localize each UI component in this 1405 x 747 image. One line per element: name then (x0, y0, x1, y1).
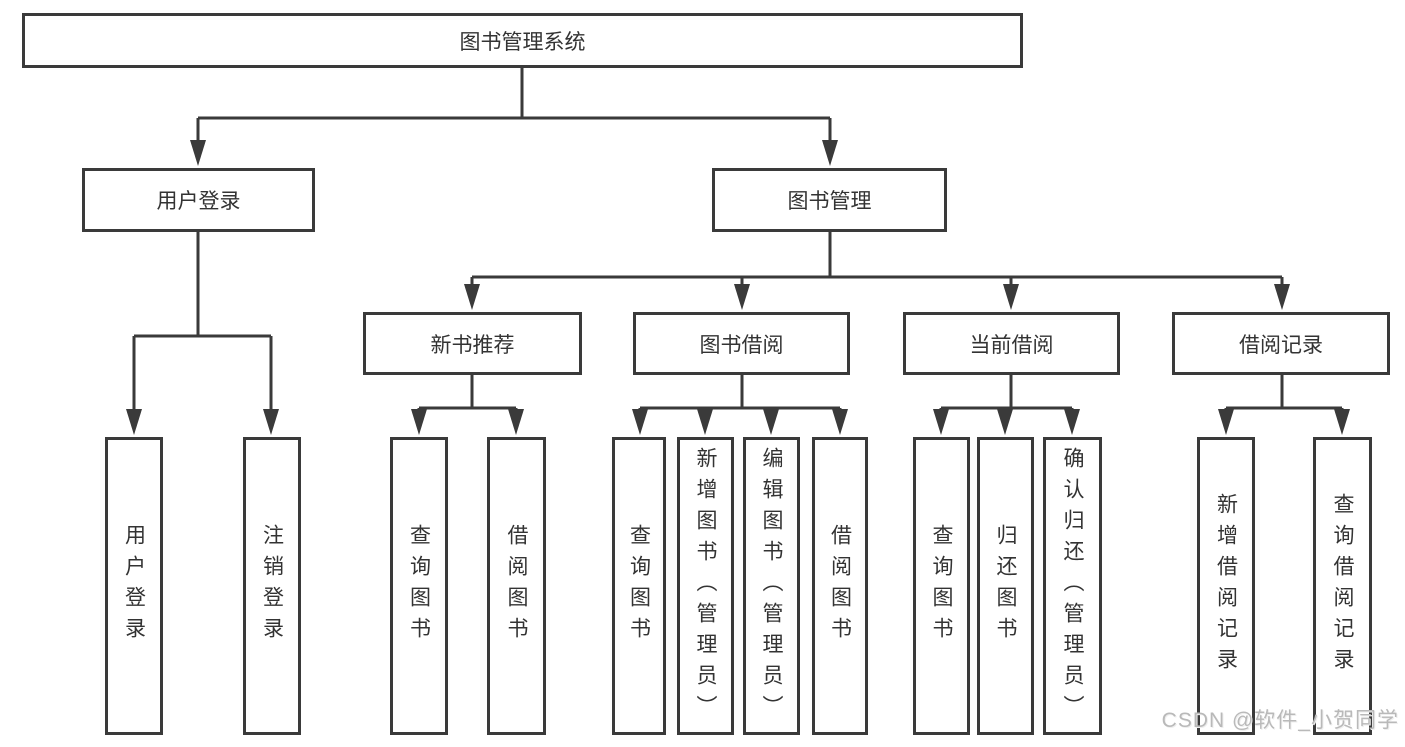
node-new-book-recommend: 新书推荐 (363, 312, 582, 375)
node-root: 图书管理系统 (22, 13, 1023, 68)
leaf-borrow-books-1: 借阅图书 (487, 437, 546, 735)
node-new-book-recommend-label: 新书推荐 (430, 333, 515, 357)
csdn-watermark: CSDN @软件_小贺同学 (1161, 709, 1399, 732)
leaf-logout: 注销登录 (243, 437, 301, 735)
leaf-borrow-books-2-label: 借阅图书 (828, 524, 852, 648)
arrowheads (126, 140, 1350, 435)
leaf-query-books-1: 查询图书 (390, 437, 448, 735)
leaf-query-books-2: 查询图书 (612, 437, 666, 735)
node-book-management: 图书管理 (712, 168, 947, 232)
leaf-add-borrow-record-label: 新增借阅记录 (1214, 493, 1238, 679)
node-current-borrow-label: 当前借阅 (969, 333, 1054, 357)
node-book-management-label: 图书管理 (787, 190, 872, 213)
node-book-borrow: 图书借阅 (633, 312, 850, 375)
node-current-borrow: 当前借阅 (903, 312, 1120, 375)
node-root-label: 图书管理系统 (459, 30, 586, 54)
leaf-query-books-3: 查询图书 (913, 437, 970, 735)
node-user-login-label: 用户登录 (156, 190, 241, 213)
node-user-login: 用户登录 (82, 168, 315, 232)
node-borrow-records-label: 借阅记录 (1239, 333, 1323, 357)
leaf-query-books-3-label: 查询图书 (930, 524, 953, 648)
leaf-borrow-books-2: 借阅图书 (812, 437, 868, 735)
leaf-edit-book-admin-label: 编辑图书（管理员） (760, 446, 783, 726)
leaf-confirm-return-admin-label: 确认归还（管理员） (1061, 446, 1084, 726)
node-book-borrow-label: 图书借阅 (699, 333, 784, 357)
leaf-return-book: 归还图书 (977, 437, 1034, 735)
node-borrow-records: 借阅记录 (1172, 312, 1390, 375)
leaf-add-book-admin: 新增图书（管理员） (677, 437, 734, 735)
leaf-logout-label: 注销登录 (260, 524, 284, 648)
leaf-user-login: 用户登录 (105, 437, 163, 735)
leaf-borrow-books-1-label: 借阅图书 (505, 524, 528, 648)
leaf-add-book-admin-label: 新增图书（管理员） (694, 446, 717, 726)
leaf-edit-book-admin: 编辑图书（管理员） (743, 437, 800, 735)
leaf-query-books-1-label: 查询图书 (407, 524, 431, 648)
leaf-add-borrow-record: 新增借阅记录 (1197, 437, 1255, 735)
leaf-confirm-return-admin: 确认归还（管理员） (1043, 437, 1102, 735)
leaf-return-book-label: 归还图书 (994, 524, 1017, 648)
leaf-query-books-2-label: 查询图书 (627, 524, 651, 648)
leaf-query-borrow-record-label: 查询借阅记录 (1331, 493, 1354, 679)
leaf-query-borrow-record: 查询借阅记录 (1313, 437, 1372, 735)
leaf-user-login-label: 用户登录 (122, 524, 146, 648)
